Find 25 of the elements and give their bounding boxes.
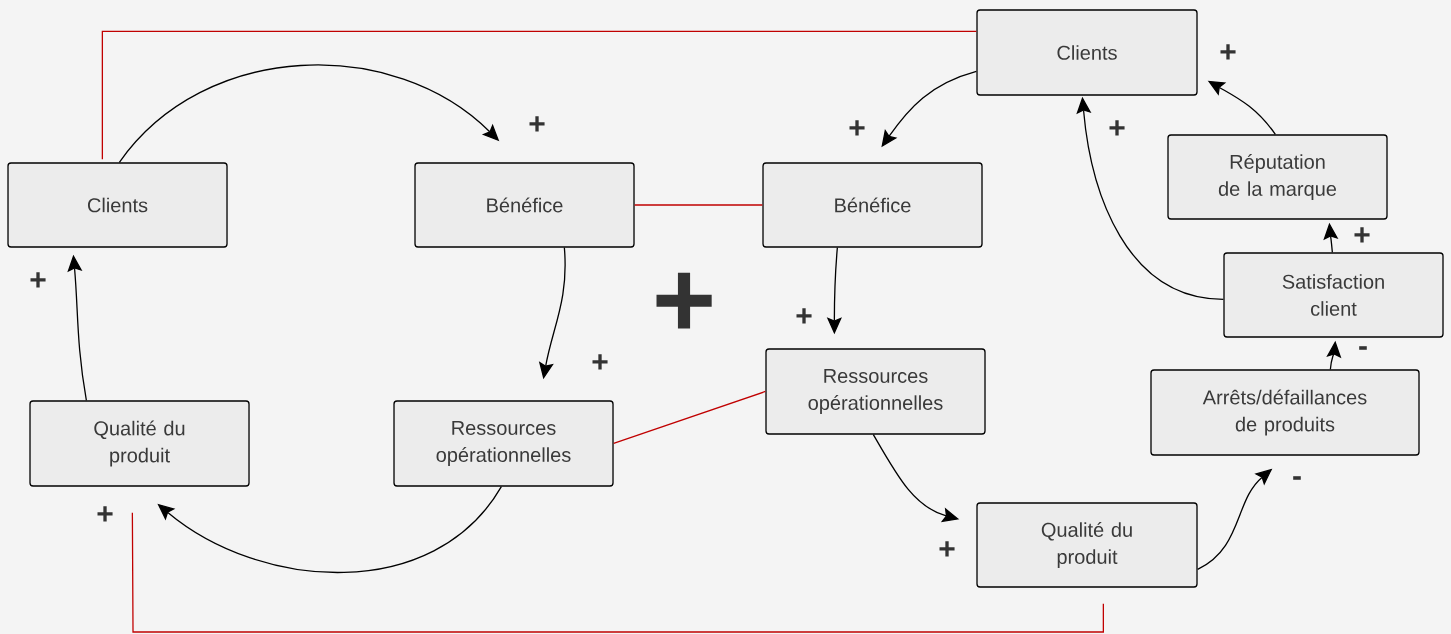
edge-label: +: [97, 506, 113, 522]
process-box: Satisfaction client: [1223, 252, 1444, 338]
process-box: Réputation de la marque: [1167, 134, 1388, 220]
arrow: [157, 486, 502, 574]
process-box: Qualité du produit: [976, 502, 1198, 588]
edge-label: +: [939, 541, 955, 557]
edge-label: -: [1359, 346, 1367, 350]
process-box: Arrêts/défaillances de produits: [1150, 369, 1420, 456]
process-box: Qualité du produit: [29, 400, 250, 487]
edge-label: +: [592, 354, 608, 370]
edge-label: +: [796, 308, 812, 324]
process-box: Clients: [7, 162, 228, 248]
edge-label: -: [1293, 476, 1301, 480]
edge-label: +: [1109, 120, 1125, 136]
edge-label: +: [849, 120, 865, 136]
process-box: Clients: [976, 9, 1198, 96]
process-box: Bénéfice: [762, 162, 983, 248]
edge-label: +: [1220, 44, 1236, 60]
loop-sign: +: [656, 272, 712, 329]
process-box: Ressources opérationnelles: [393, 400, 614, 487]
process-box: Ressources opérationnelles: [765, 348, 986, 435]
edge-label: +: [1354, 227, 1370, 243]
process-box: Bénéfice: [414, 162, 635, 248]
edge-label: +: [529, 116, 545, 132]
edge-label: +: [30, 272, 46, 288]
